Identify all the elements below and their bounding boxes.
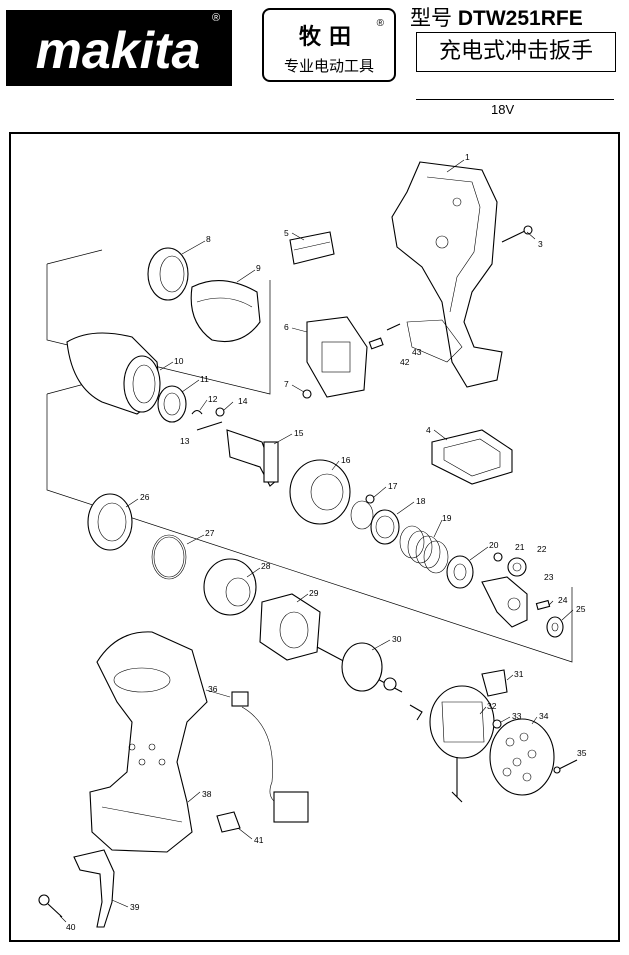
part-21-22-ball-gear bbox=[493, 552, 527, 577]
leader-lines bbox=[59, 159, 574, 923]
model-line: 型号 DTW251RFE bbox=[410, 2, 583, 32]
part-label-38: 38 bbox=[202, 789, 212, 799]
part-17-ball bbox=[350, 494, 375, 530]
part-33-screw bbox=[492, 719, 502, 729]
part-label-21: 21 bbox=[515, 542, 525, 552]
part-label-20: 20 bbox=[489, 540, 499, 550]
part-label-6: 6 bbox=[284, 322, 289, 332]
part-label-3: 3 bbox=[538, 239, 543, 249]
part-label-18: 18 bbox=[416, 496, 426, 506]
product-name: 充电式冲击扳手 bbox=[416, 32, 616, 72]
part-6-switch bbox=[306, 316, 368, 398]
part-24-pin bbox=[535, 599, 551, 611]
part-11-washer bbox=[157, 385, 187, 423]
part-label-27: 27 bbox=[205, 528, 215, 538]
part-label-23: 23 bbox=[544, 572, 554, 582]
part-label-15: 15 bbox=[294, 428, 304, 438]
part-4-cover-plate bbox=[431, 429, 513, 485]
part-8-ring bbox=[147, 247, 189, 301]
part-label-7: 7 bbox=[284, 379, 289, 389]
part-label-1: 1 bbox=[465, 152, 470, 162]
part-label-17: 17 bbox=[388, 481, 398, 491]
part-28-gear-housing bbox=[203, 558, 257, 616]
part-20-washer bbox=[446, 555, 474, 589]
part-35-screw bbox=[553, 759, 578, 774]
part-label-31: 31 bbox=[514, 669, 524, 679]
part-9-cover bbox=[190, 280, 261, 343]
part-30-rotor bbox=[316, 642, 403, 693]
makita-logo-mark: makita bbox=[36, 22, 201, 80]
part-label-32: 32 bbox=[487, 701, 497, 711]
logo-wordmark: makita bbox=[36, 22, 201, 80]
part-29-stator bbox=[259, 593, 321, 661]
part-27-o-ring bbox=[151, 534, 187, 580]
voltage-label: 18V bbox=[491, 102, 515, 117]
part-label-26: 26 bbox=[140, 492, 150, 502]
part-19-spring bbox=[399, 525, 449, 574]
part-7-screw bbox=[302, 389, 312, 399]
part-label-16: 16 bbox=[341, 455, 351, 465]
makita-logo: makita ® bbox=[6, 10, 232, 86]
header-rule bbox=[416, 99, 614, 100]
part-label-36: 36 bbox=[208, 684, 218, 694]
part-number-labels: 1 3 4 5 6 7 8 9 10 11 12 13 14 15 16 17 … bbox=[66, 152, 587, 932]
part-15-anvil bbox=[226, 429, 279, 487]
part-31-bracket bbox=[481, 669, 508, 697]
part-label-14: 14 bbox=[238, 396, 248, 406]
part-label-40: 40 bbox=[66, 922, 76, 932]
part-36-lead-wire bbox=[231, 691, 309, 823]
part-label-42: 42 bbox=[400, 357, 410, 367]
part-label-9: 9 bbox=[256, 263, 261, 273]
part-label-12: 12 bbox=[208, 394, 218, 404]
model-label: 型号 bbox=[410, 6, 452, 30]
part-label-10: 10 bbox=[174, 356, 184, 366]
part-34-end-cap bbox=[489, 718, 555, 796]
part-label-41: 41 bbox=[254, 835, 264, 845]
model-code: DTW251RFE bbox=[457, 7, 583, 30]
part-label-4: 4 bbox=[426, 425, 431, 435]
brand-registered-mark: ® bbox=[376, 18, 384, 29]
part-1-housing-right bbox=[391, 161, 503, 388]
part-label-24: 24 bbox=[558, 595, 568, 605]
part-label-39: 39 bbox=[130, 902, 140, 912]
part-38-housing-left bbox=[89, 631, 208, 853]
exploded-view-diagram: 1 3 4 5 6 7 8 9 10 11 12 13 14 15 16 17 … bbox=[9, 132, 620, 942]
part-23-spindle bbox=[481, 576, 528, 628]
part-label-35: 35 bbox=[577, 748, 587, 758]
part-label-22: 22 bbox=[537, 544, 547, 554]
part-32-control-board bbox=[409, 685, 495, 803]
part-label-33: 33 bbox=[512, 711, 522, 721]
part-3-screw bbox=[501, 225, 533, 243]
part-label-29: 29 bbox=[309, 588, 319, 598]
part-label-13: 13 bbox=[180, 436, 190, 446]
part-10-hammer-case bbox=[66, 332, 161, 415]
brand-subtitle: 专业电动工具 bbox=[283, 57, 374, 75]
part-label-43: 43 bbox=[412, 347, 422, 357]
exploded-view-drawing: 1 3 4 5 6 7 8 9 10 11 12 13 14 15 16 17 … bbox=[38, 152, 587, 932]
part-12-13-14-small-parts bbox=[191, 407, 225, 431]
part-label-30: 30 bbox=[392, 634, 402, 644]
header: makita ® 牧田 ® 专业电动工具 型号 DTW251RFE 充电式冲击扳… bbox=[0, 0, 629, 125]
part-26-ring bbox=[87, 493, 133, 551]
part-39-belt-hook bbox=[73, 849, 115, 928]
part-label-34: 34 bbox=[539, 711, 549, 721]
brand-box: 牧田 ® 专业电动工具 bbox=[262, 8, 396, 82]
part-18-washer bbox=[370, 509, 400, 545]
part-42-43-pins bbox=[368, 323, 401, 350]
part-41-terminal bbox=[216, 811, 241, 833]
part-5-reverse-lever bbox=[289, 231, 335, 265]
part-25-washer bbox=[546, 616, 564, 638]
part-label-11: 11 bbox=[200, 374, 209, 384]
part-16-hammer bbox=[289, 459, 351, 525]
part-label-8: 8 bbox=[206, 234, 211, 244]
part-label-5: 5 bbox=[284, 228, 289, 238]
part-40-screw bbox=[38, 894, 63, 918]
brand-name: 牧田 bbox=[298, 25, 359, 50]
part-label-19: 19 bbox=[442, 513, 452, 523]
part-label-25: 25 bbox=[576, 604, 586, 614]
part-label-28: 28 bbox=[261, 561, 271, 571]
logo-registered-mark: ® bbox=[212, 12, 221, 24]
